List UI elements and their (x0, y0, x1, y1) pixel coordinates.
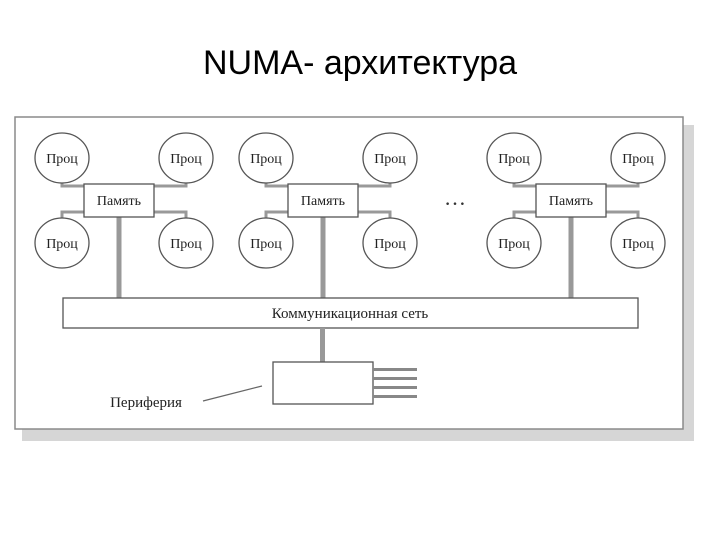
node-1-processor-bottom-left (34, 217, 90, 269)
periphery-box (272, 361, 374, 405)
network-bar (62, 297, 639, 329)
node-1-processor-top-right (158, 132, 214, 184)
node-3-bus-connector (568, 217, 574, 298)
node-1-bus-connector (116, 217, 122, 298)
node-3-processor-top-right-label: Проц (622, 152, 654, 167)
node-2-processor-top-left-label: Проц (250, 152, 282, 167)
node-1-processor-bottom-right-label: Проц (170, 237, 202, 252)
node-2-processor-top-right (362, 132, 418, 184)
node-3-processor-bottom-left-label: Проц (498, 237, 530, 252)
network-label: Коммуникационная сеть (272, 306, 429, 322)
node-3-processor-bottom-right (610, 217, 666, 269)
node-1-processor-bottom-right (158, 217, 214, 269)
node-3-processor-top-left-label: Проц (498, 152, 530, 167)
node-3-processor-top-right (610, 132, 666, 184)
node-3-memory (535, 183, 607, 218)
periphery-label: Периферия (110, 395, 182, 411)
node-2-processor-bottom-right (362, 217, 418, 269)
node-2-processor-bottom-right-label: Проц (374, 237, 406, 252)
periphery-line-4 (373, 395, 417, 398)
node-1-processor-top-left (34, 132, 90, 184)
node-1-processor-top-left-label: Проц (46, 152, 78, 167)
node-3-processor-bottom-left (486, 217, 542, 269)
node-2-bus-connector (320, 217, 326, 298)
network-periphery-connector (320, 328, 325, 362)
node-2-processor-top-left (238, 132, 294, 184)
node-3-processor-top-left (486, 132, 542, 184)
periphery-line-1 (373, 368, 417, 371)
node-2-memory (287, 183, 359, 218)
node-1-memory-label: Память (97, 194, 141, 209)
node-2-processor-bottom-left-label: Проц (250, 237, 282, 252)
node-1-processor-bottom-left-label: Проц (46, 237, 78, 252)
slide-title: NUMA- архитектура (202, 44, 518, 82)
node-2-memory-label: Память (301, 194, 345, 209)
periphery-pointer (202, 385, 263, 402)
node-2-processor-top-right-label: Проц (374, 152, 406, 167)
periphery-line-2 (373, 377, 417, 380)
node-2-processor-bottom-left (238, 217, 294, 269)
node-3-memory-label: Память (549, 194, 593, 209)
node-3-processor-bottom-right-label: Проц (622, 237, 654, 252)
periphery-line-3 (373, 386, 417, 389)
node-1-memory (83, 183, 155, 218)
ellipsis-text: … (444, 185, 466, 210)
node-1-processor-top-right-label: Проц (170, 152, 202, 167)
